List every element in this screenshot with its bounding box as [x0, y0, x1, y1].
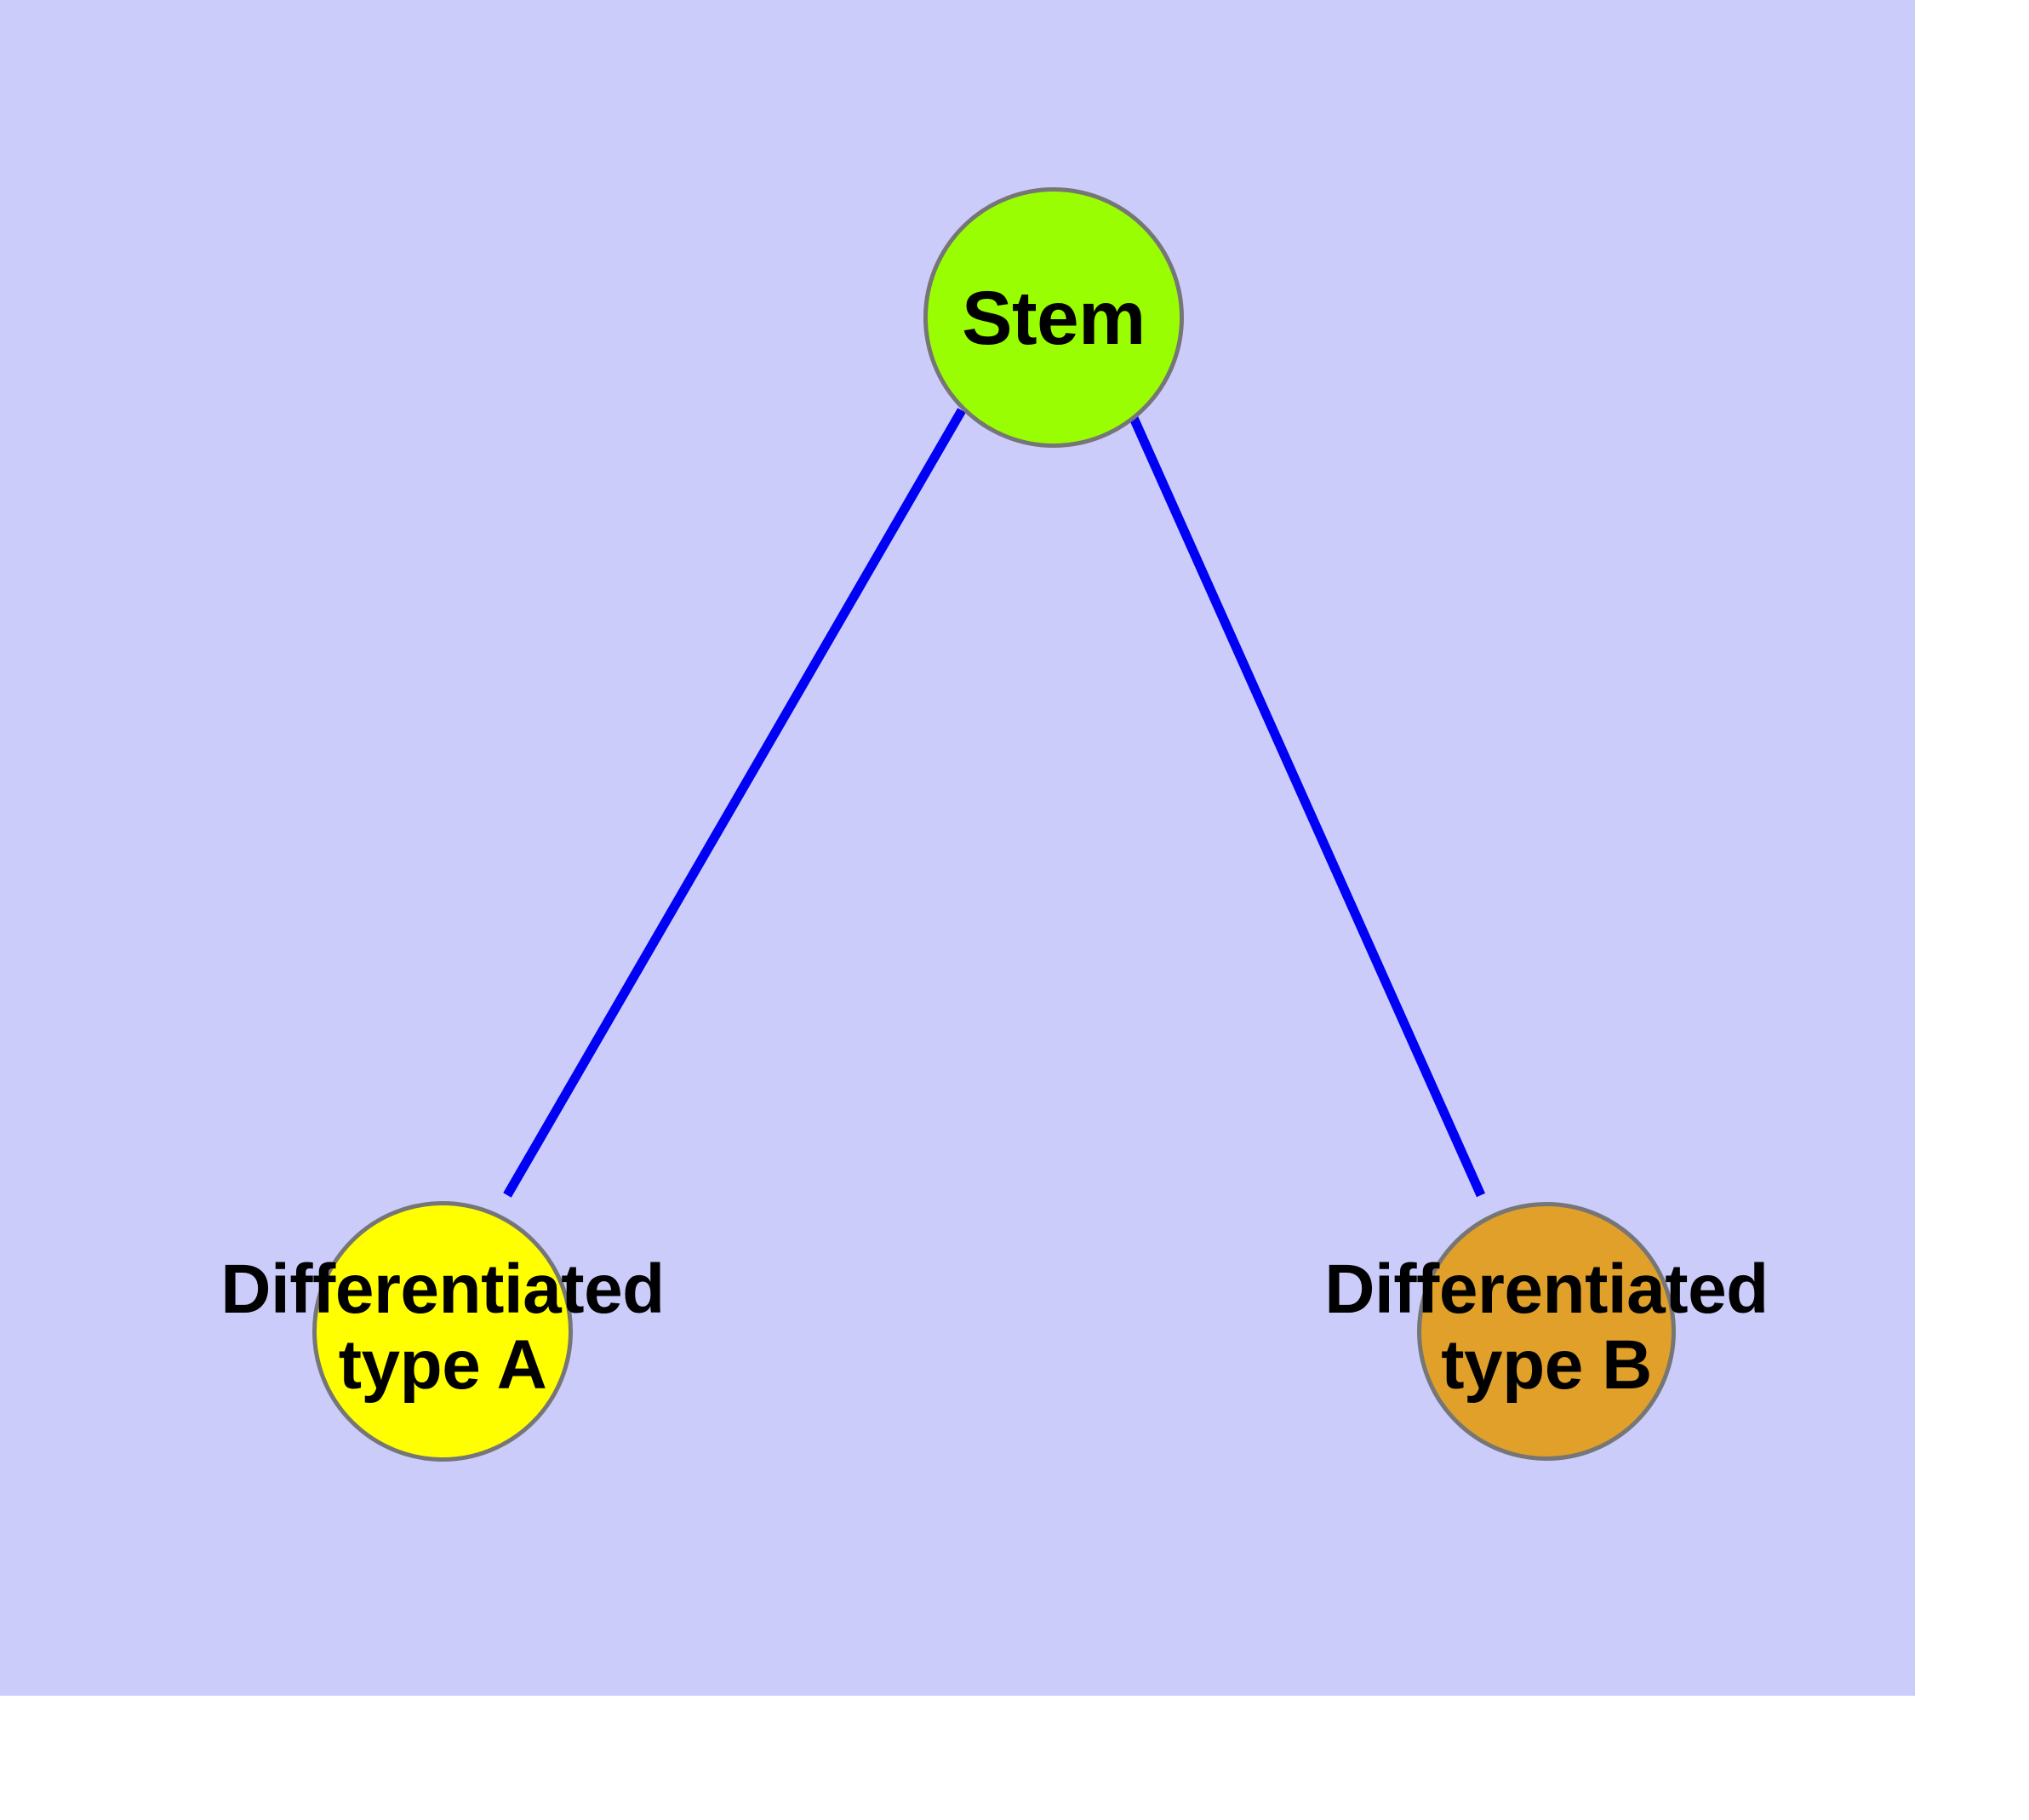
node-differentiated-type-b-circle [1417, 1202, 1676, 1461]
edge-stem-to-diff-a [503, 408, 966, 1198]
node-stem-label: Stem [962, 274, 1146, 360]
edge-stem-to-diff-b [1125, 408, 1486, 1198]
node-differentiated-type-a-circle [312, 1201, 573, 1462]
node-differentiated-type-b-label: Differentiated type B [1324, 1251, 1769, 1404]
node-differentiated-type-a-label: Differentiated type A [220, 1251, 665, 1404]
edge-layer [503, 408, 1486, 1198]
node-differentiated-type-b[interactable]: Differentiated type B [1324, 1202, 1769, 1461]
node-stem[interactable]: Stem [923, 187, 1184, 448]
node-differentiated-type-a[interactable]: Differentiated type A [220, 1201, 665, 1462]
node-stem-circle [923, 187, 1184, 448]
graph-canvas: Stem Differentiated type A Differentiate… [0, 0, 1915, 1696]
